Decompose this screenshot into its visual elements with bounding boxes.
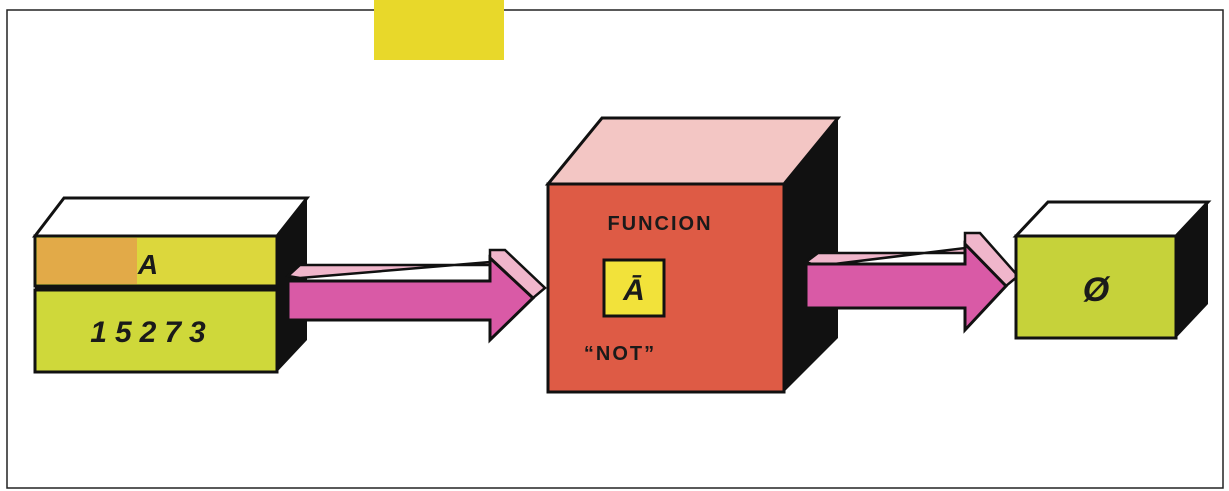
input-variable-label: A [137,249,158,280]
output-value: Ø [1083,271,1111,309]
input-to-function-arrow [285,248,547,344]
function-cube-front [546,182,786,394]
input-value-band [33,288,279,374]
function-cube: FUNCION Ā “NOT” [544,116,842,394]
output-box: Ø [1012,200,1212,340]
output-box-side [1176,202,1208,338]
input-variable-band-shade [37,238,137,284]
function-cube-side [784,118,838,392]
function-title: FUNCION [607,213,712,235]
function-operation-label: “NOT” [584,343,656,365]
accent-tab [374,0,504,60]
output-box-top [1012,200,1212,238]
arrow-body [286,254,536,344]
arrow-highlight [285,248,547,300]
input-value-label: 15273 [90,316,213,349]
arrow-body [804,240,1009,334]
function-to-output-arrow [803,231,1020,334]
input-box-top [31,196,311,238]
function-symbol: Ā [622,274,645,307]
input-register-box: A 15273 [31,196,311,374]
output-box-front [1014,234,1178,340]
function-symbol-box [602,258,666,318]
